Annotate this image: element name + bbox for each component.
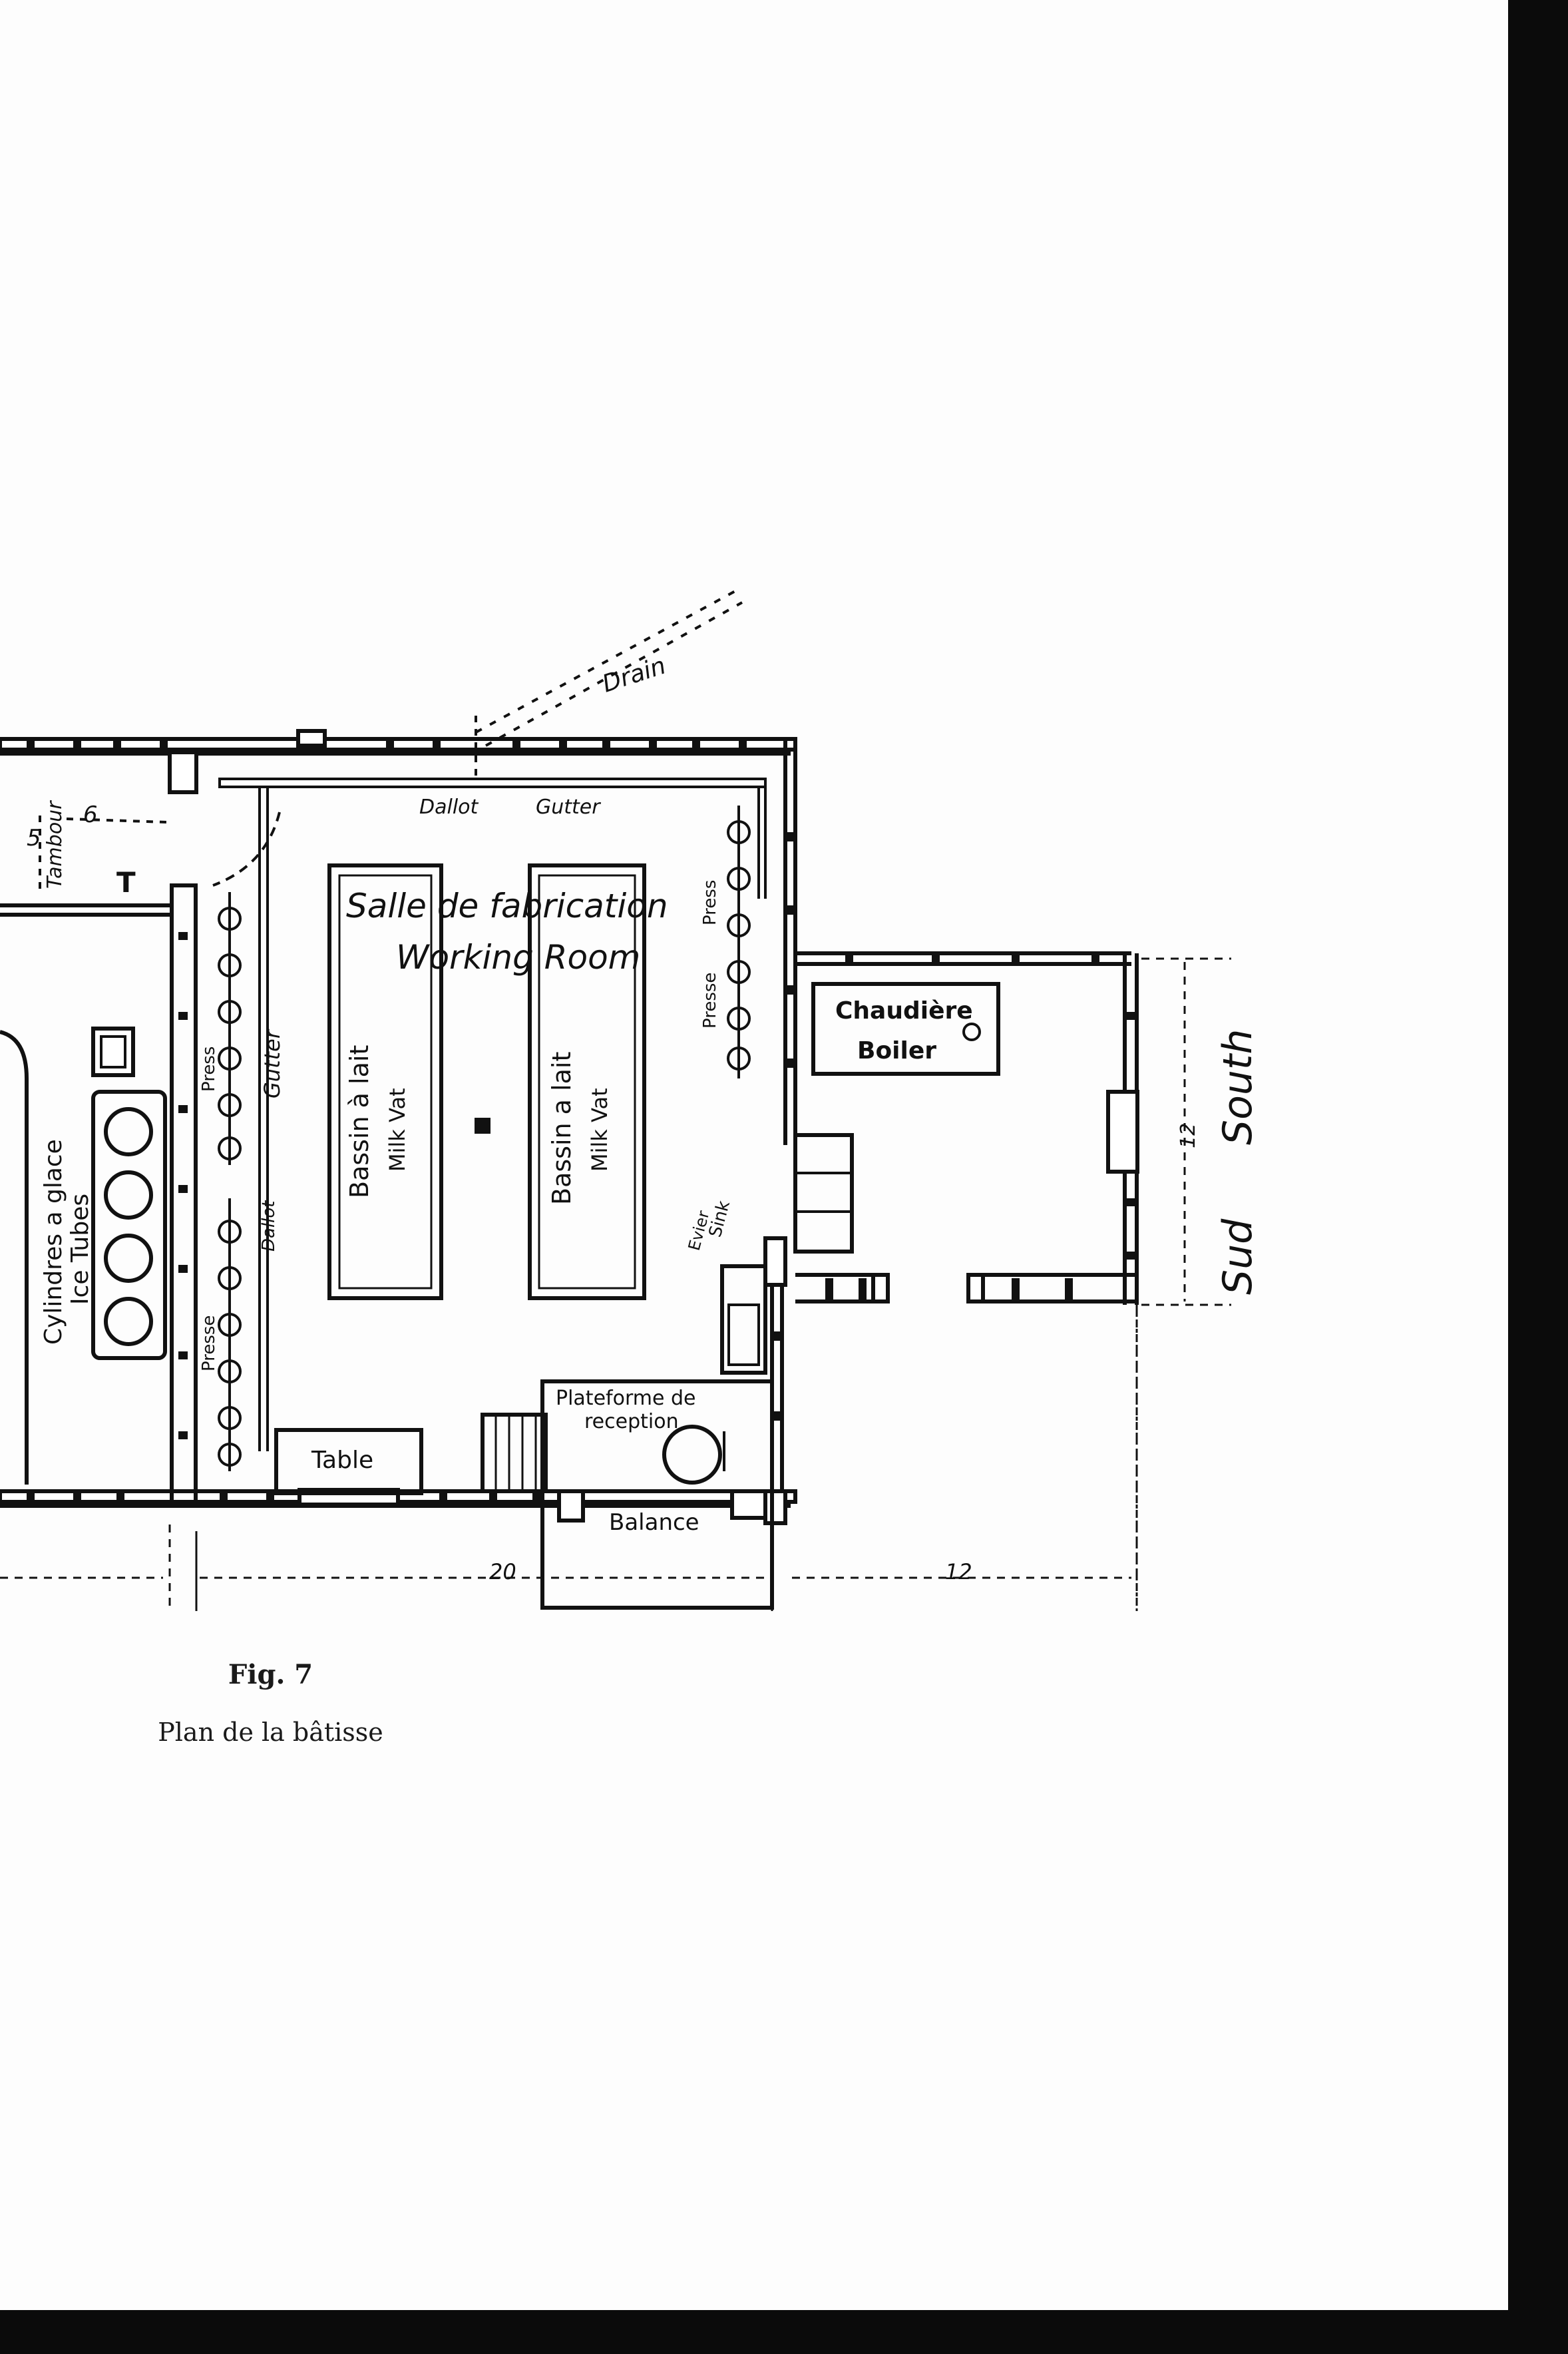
tambour-label: Tambour xyxy=(43,800,67,889)
press-left-label: Press xyxy=(199,1047,219,1092)
boiler-french-label: Chaudière xyxy=(835,997,973,1025)
vat1-french-label: Bassin à lait xyxy=(345,1045,374,1198)
sink-label: Sink xyxy=(705,1199,734,1240)
figure-number: Fig. 7 xyxy=(228,1659,313,1690)
scan-edge-bottom xyxy=(0,2310,1568,2354)
presse-right-label: Presse xyxy=(700,973,720,1029)
room-french-label: Salle de fabrication xyxy=(346,887,668,925)
balance-label: Balance xyxy=(609,1509,699,1536)
vat2-english-label: Milk Vat xyxy=(587,1088,612,1172)
figure-caption: Plan de la bâtisse xyxy=(158,1718,383,1747)
drain-label: Drain xyxy=(599,652,669,698)
presse-left-label: Presse xyxy=(199,1315,219,1371)
press-right-label: Press xyxy=(700,880,720,925)
gutter-left-label: Gutter xyxy=(260,1029,285,1098)
dim-6-label: 6 xyxy=(83,802,98,828)
table-label: Table xyxy=(311,1447,373,1474)
ice-french-label: Cylindres a glace xyxy=(40,1139,67,1345)
dallot-left-label: Dallot xyxy=(259,1200,279,1252)
room-english-label: Working Room xyxy=(396,938,640,977)
dim-12-side-label: 12 xyxy=(1177,1123,1200,1148)
platform-french-label-2: reception xyxy=(584,1410,679,1433)
ice-english-label: Ice Tubes xyxy=(67,1194,94,1305)
dim-20-label: 20 xyxy=(489,1559,516,1584)
dallot-top-label: Dallot xyxy=(419,796,479,819)
gutter-top-label: Gutter xyxy=(536,796,601,819)
t-mark-label: T xyxy=(116,866,136,899)
sud-label: Sud xyxy=(1215,1218,1261,1295)
dim-5-label: 5 xyxy=(27,825,41,851)
vat1-english-label: Milk Vat xyxy=(385,1088,410,1172)
south-label: South xyxy=(1215,1029,1261,1145)
boiler-english-label: Boiler xyxy=(857,1037,936,1064)
platform-french-label: Plateforme de xyxy=(556,1387,695,1410)
scan-edge-right xyxy=(1508,0,1568,2354)
vat2-french-label: Bassin a lait xyxy=(547,1052,576,1205)
dim-12-bottom-label: 12 xyxy=(945,1559,972,1584)
